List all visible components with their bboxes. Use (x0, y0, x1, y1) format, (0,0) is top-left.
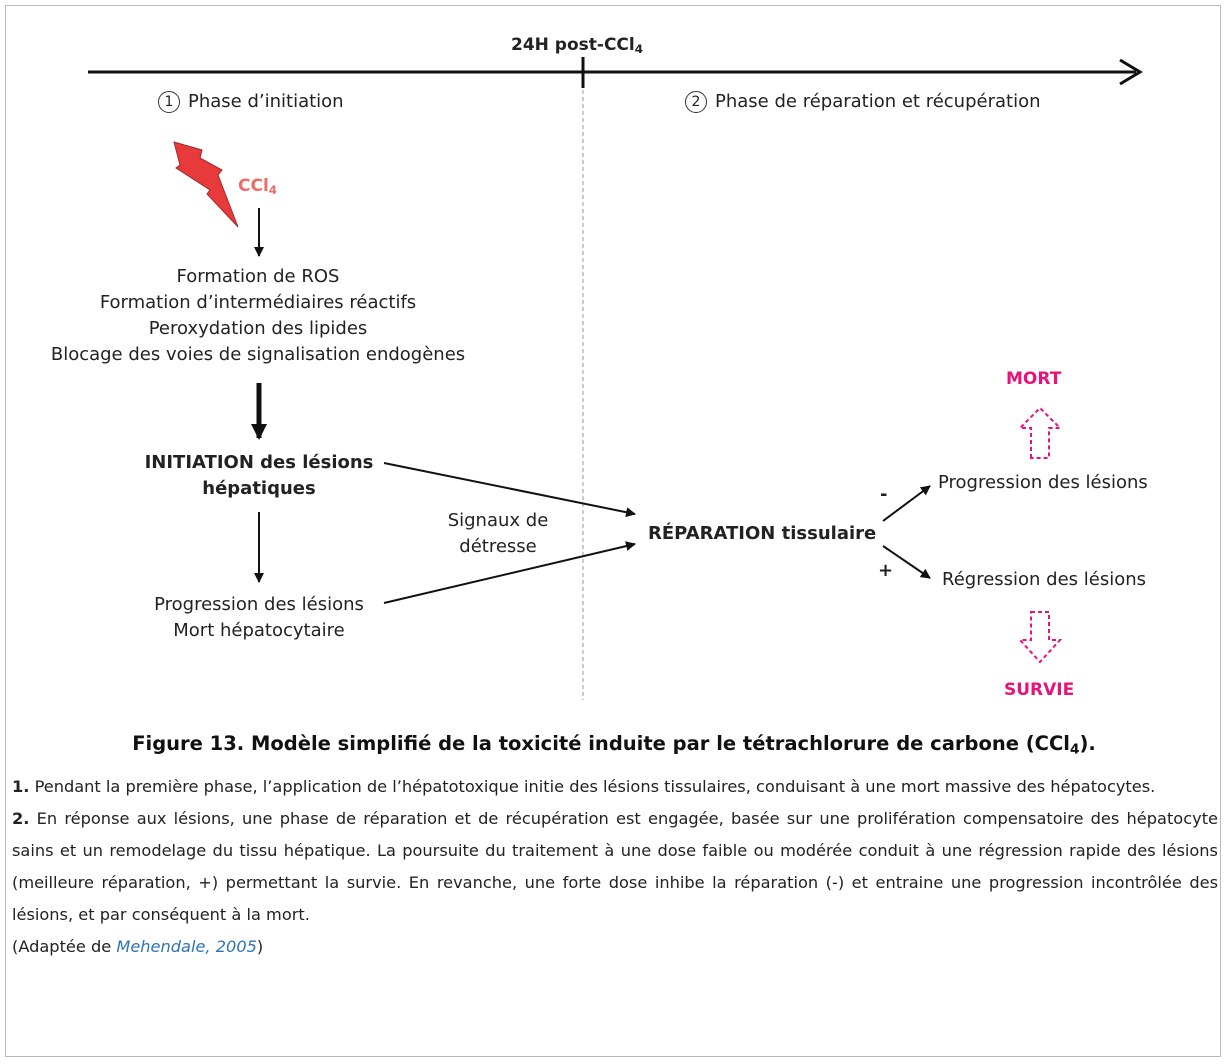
reference-link[interactable]: Mehendale, 2005 (116, 937, 257, 956)
ccl4-sub: 4 (268, 182, 278, 197)
up-arrow-death-icon (1017, 406, 1063, 459)
caption-p2-text: En réponse aux lésions, une phase de rép… (12, 809, 1218, 924)
death-label: MORT (1006, 369, 1062, 389)
outcome-progression-label: Progression des lésions (938, 472, 1148, 493)
phase-2-text: Phase de réparation et récupération (715, 91, 1041, 112)
effect-item: Formation d’intermédiaires réactifs (99, 292, 417, 313)
ccl4-label: CCl4 (238, 173, 277, 199)
arrow-repair-to-regression (882, 545, 931, 579)
effects-list: Formation de ROS Formation d’intermédiai… (28, 264, 488, 368)
progression-left-line1: Progression des lésions (154, 594, 364, 615)
plus-sign: + (878, 560, 894, 581)
lightning-bolt-icon (173, 141, 239, 228)
progression-left-label: Progression des lésions Mort hépatocytai… (138, 592, 380, 644)
down-arrow-survival-icon (1017, 611, 1063, 664)
phase-1-number: 1 (158, 91, 180, 113)
caption-reference: (Adaptée de Mehendale, 2005) (12, 931, 1218, 963)
diagram-graphics (88, 57, 1143, 700)
initiation-line2: hépatiques (202, 478, 316, 499)
survival-label: SURVIE (1004, 680, 1075, 700)
ccl4-text: CCl (238, 176, 269, 196)
arrow-progression-to-repair (383, 541, 636, 604)
timeline-marker-text: 24H post-CCl (511, 35, 635, 55)
figure-frame (5, 5, 1221, 1057)
phase-2-number: 2 (685, 91, 707, 113)
phase-2-label: 2 Phase de réparation et récupération (685, 89, 1041, 115)
caption-paragraph-2: 2. En réponse aux lésions, une phase de … (12, 803, 1218, 931)
caption-paragraph-1: 1. Pendant la première phase, l’applicat… (12, 771, 1218, 803)
timeline-marker-label: 24H post-CCl4 (511, 32, 643, 58)
initiation-line1: INITIATION des lésions (144, 452, 374, 473)
caption-ref-close: ) (256, 937, 264, 956)
caption-p1-number: 1. (12, 777, 30, 796)
effect-item: Formation de ROS (176, 266, 340, 287)
distress-line2: détresse (459, 536, 537, 557)
figure-caption-title: Figure 13. Modèle simplifié de la toxici… (0, 730, 1228, 758)
effect-item: Blocage des voies de signalisation endog… (50, 344, 466, 365)
arrow-initiation-to-repair (383, 462, 636, 518)
caption-p1-text: Pendant la première phase, l’application… (29, 777, 1156, 796)
initiation-label: INITIATION des lésions hépatiques (128, 450, 390, 502)
caption-title-text: Figure 13. Modèle simplifié de la toxici… (132, 732, 1070, 755)
timeline-marker-sub: 4 (634, 41, 644, 56)
effect-item: Peroxydation des lipides (148, 318, 368, 339)
caption-p2-number: 2. (12, 809, 30, 828)
phase-1-label: 1 Phase d’initiation (158, 89, 344, 115)
outcome-regression-label: Régression des lésions (942, 569, 1147, 590)
arrow-repair-to-progression (882, 485, 931, 522)
distress-line1: Signaux de (447, 510, 549, 531)
caption-ref-open: (Adaptée de (12, 937, 117, 956)
figure-caption-body: 1. Pendant la première phase, l’applicat… (12, 771, 1218, 963)
caption-title-end: ). (1079, 732, 1096, 755)
minus-sign: - (880, 484, 888, 505)
caption-title-sub: 4 (1069, 741, 1080, 758)
repair-label: RÉPARATION tissulaire (648, 523, 877, 544)
progression-left-line2: Mort hépatocytaire (173, 620, 345, 641)
phase-1-text: Phase d’initiation (188, 91, 344, 112)
timeline-arrowhead (1119, 58, 1143, 86)
distress-signals-label: Signaux de détresse (428, 508, 568, 560)
